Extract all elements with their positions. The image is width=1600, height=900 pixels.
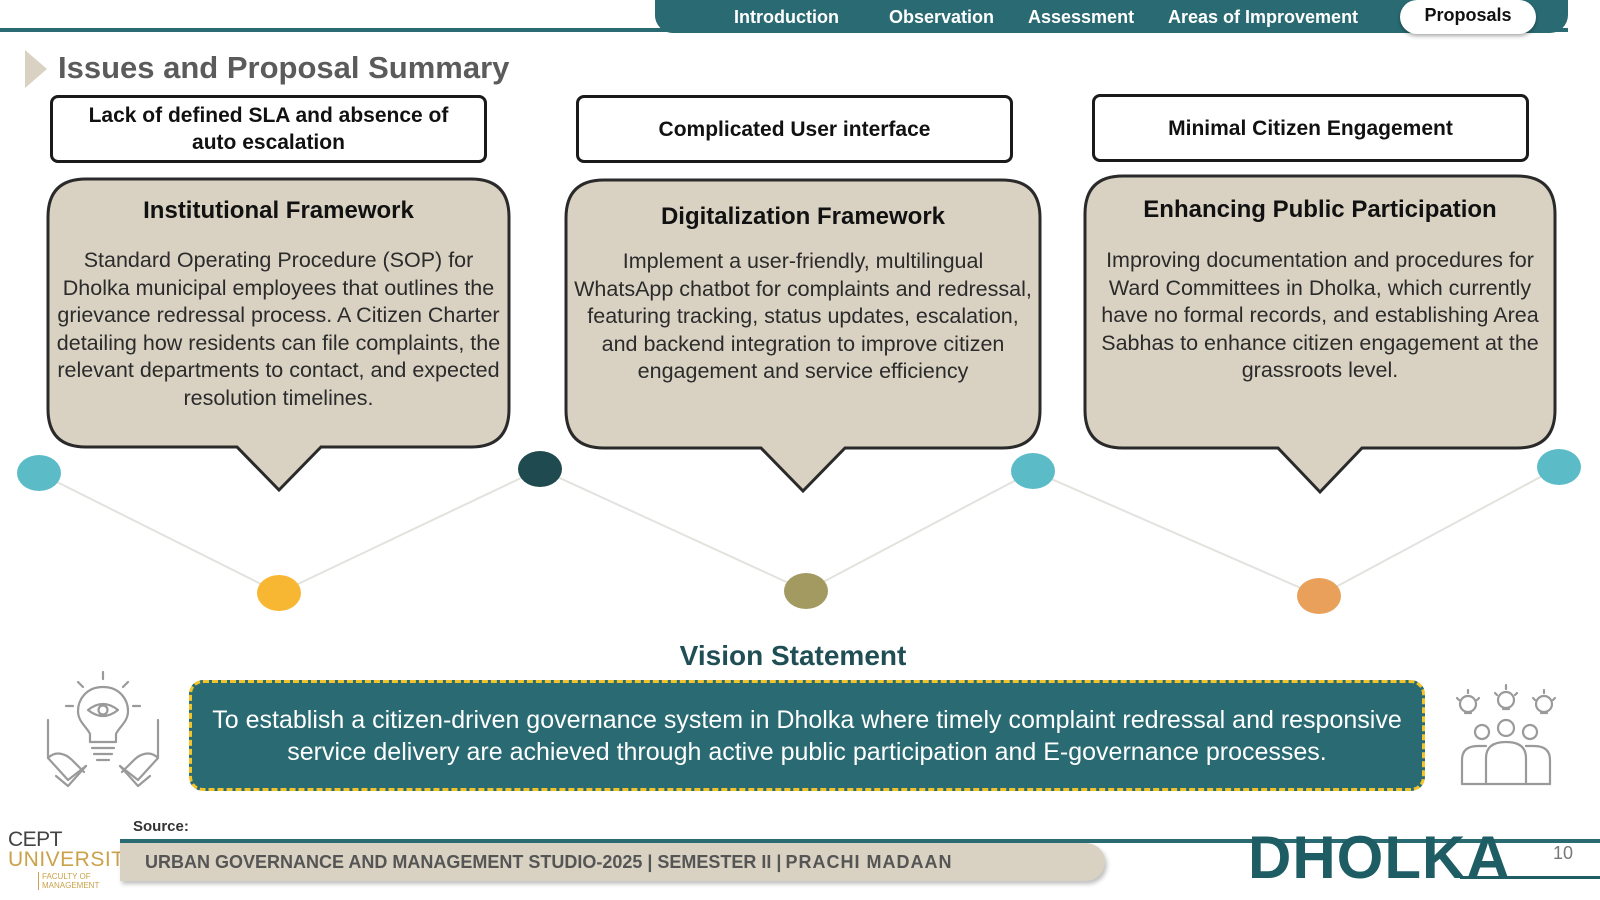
vision-statement-box: To establish a citizen-driven governance… [189,680,1425,791]
city-name: DHOLKA [1248,824,1511,891]
speech-bubble-shape [46,177,511,493]
footer-divider-line [120,839,1600,843]
cept-university-logo: CEPT UNIVERSITY FACULTY OF MANAGEMENT [8,828,139,894]
proposal-title: Institutional Framework [143,197,414,224]
timeline-dot [257,575,301,611]
timeline-dot [1537,449,1581,485]
tab-proposals[interactable]: Proposals [1400,0,1536,34]
tab-introduction[interactable]: Introduction [734,7,839,27]
timeline-dot [784,573,828,609]
proposal-body: Improving documentation and procedures f… [1101,248,1539,382]
proposal-body: Standard Operating Procedure (SOP) for D… [56,248,501,410]
footer-studio-band: URBAN GOVERNANCE AND MANAGEMENT STUDIO-2… [120,843,1105,881]
proposal-body: Implement a user-friendly, multilingual … [574,249,1032,383]
timeline-dot [1011,453,1055,489]
tab-areas-of-improvement[interactable]: Areas of Improvement [1168,7,1359,27]
issue-box-2: Complicated User interface [576,95,1013,163]
proposal-bubble-2: Digitalization Framework Implement a use… [564,178,1042,503]
proposal-bubble-3: Enhancing Public Participation Improving… [1083,174,1557,504]
issue-box-1: Lack of defined SLA and absence of auto … [50,95,487,163]
issue-box-3: Minimal Citizen Engagement [1092,94,1529,162]
tab-observation[interactable]: Observation [889,7,995,27]
timeline-connector-network [17,449,1581,614]
page-number: 10 [1553,843,1574,863]
speech-bubble-shape [1083,174,1557,495]
proposal-title: Digitalization Framework [660,203,946,230]
logo-text-cept: CEPT [8,828,63,851]
timeline-dot [518,451,562,487]
footer-studio-text: URBAN GOVERNANCE AND MANAGEMENT STUDIO-2… [145,851,782,872]
proposal-bubble-1: Institutional Framework Standard Operati… [46,177,511,502]
proposal-title: Enhancing Public Participation [1143,196,1497,223]
timeline-dot [1297,578,1341,614]
city-underline [1460,876,1600,879]
people-ideas-icon [1446,680,1566,790]
logo-text-university: UNIVERSITY [8,848,140,871]
lightbulb-eye-hands-icon [38,670,168,795]
tab-assessment[interactable]: Assessment [1028,7,1135,27]
page-title: Issues and Proposal Summary [58,50,510,85]
speech-bubble-shape [564,178,1042,494]
footer-author: PRACHI MADAAN [785,851,953,872]
logo-text-faculty: FACULTY OF MANAGEMENT [38,872,100,890]
vision-title: Vision Statement [679,640,907,671]
source-label: Source: [133,818,189,835]
timeline-dot [17,455,61,491]
title-arrow-marker [25,50,47,88]
